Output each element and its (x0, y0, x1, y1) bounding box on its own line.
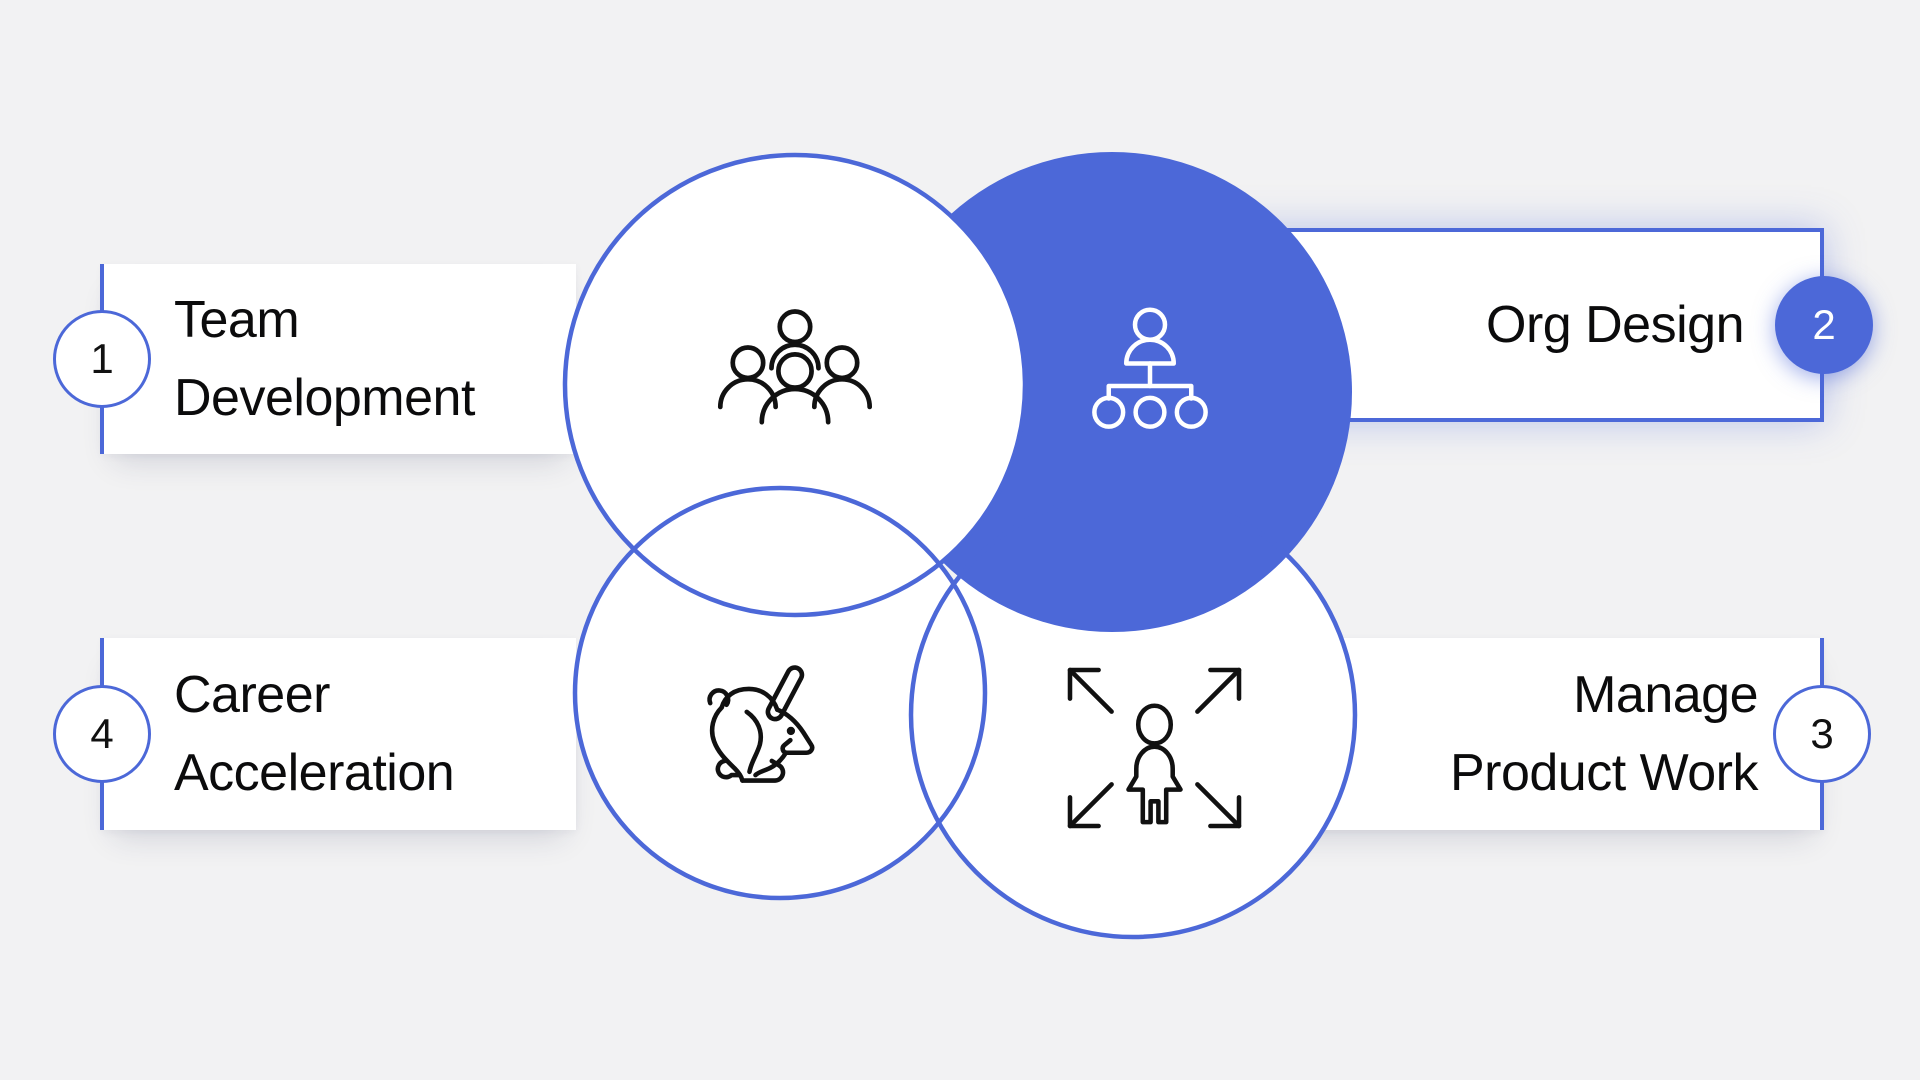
org-chart-icon (1092, 307, 1208, 429)
step-label: Career Acceleration (174, 656, 455, 812)
rabbit-icon (707, 665, 815, 783)
step-number: 4 (90, 710, 114, 757)
manage-product-work-circle-border (908, 490, 1358, 940)
step-label-line: Development (174, 369, 475, 427)
team-development-circle (565, 155, 1025, 615)
step-label: Manage Product Work (1449, 656, 1759, 812)
career-acceleration-circle-border (572, 485, 988, 901)
step-label-line: Team (174, 291, 300, 349)
team-development-circle-border (562, 152, 1028, 618)
step-number-badge-4: 4 (53, 685, 151, 783)
step-number-badge-3: 3 (1773, 685, 1871, 783)
step-label-line: Acceleration (174, 744, 455, 802)
step-card-career-acceleration: Career Acceleration (102, 638, 576, 830)
step-label: Team Development (174, 281, 475, 437)
step-number-badge-1: 1 (53, 310, 151, 408)
step-label-line: Org Design (1486, 296, 1745, 354)
step-number: 3 (1810, 710, 1834, 757)
step-label-line: Product Work (1449, 744, 1759, 802)
people-group-icon (717, 309, 873, 425)
circle-cluster (562, 152, 1358, 940)
step-label-line: Manage (1573, 666, 1758, 724)
step-number: 1 (90, 335, 114, 382)
step-label: Org Design (1486, 286, 1745, 364)
step-label-line: Career (174, 666, 330, 724)
step-card-team-development: Team Development (102, 264, 576, 454)
step-number-badge-2-active: 2 (1775, 276, 1873, 374)
step-number: 2 (1812, 301, 1836, 348)
person-expand-arrows-icon (1067, 667, 1242, 829)
